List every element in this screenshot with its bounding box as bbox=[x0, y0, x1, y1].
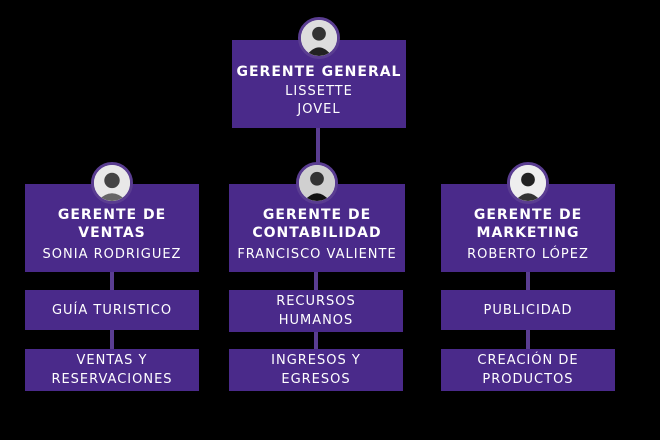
person-photo-icon bbox=[507, 162, 549, 204]
box-title-line1: GERENTE DE bbox=[473, 207, 583, 223]
box-label-line2: RESERVACIONES bbox=[51, 372, 173, 387]
box-name-line2: JOVEL bbox=[297, 102, 341, 117]
box-publicidad: PUBLICIDAD bbox=[441, 290, 615, 330]
box-recursos-humanos: RECURSOS HUMANOS bbox=[229, 290, 403, 332]
box-name: ROBERTO LÓPEZ bbox=[467, 247, 589, 262]
box-ingresos-egresos: INGRESOS Y EGRESOS bbox=[229, 349, 403, 391]
box-ventas-reservaciones: VENTAS Y RESERVACIONES bbox=[25, 349, 199, 391]
box-name-line1: LISSETTE bbox=[285, 84, 353, 99]
box-name: FRANCISCO VALIENTE bbox=[237, 247, 397, 262]
box-title: GERENTE GENERAL bbox=[236, 64, 402, 80]
box-label-line2: PRODUCTOS bbox=[482, 372, 574, 387]
box-label-line1: GUÍA TURISTICO bbox=[51, 302, 173, 318]
box-label-line1: RECURSOS bbox=[276, 294, 356, 309]
box-label-line1: PUBLICIDAD bbox=[483, 302, 573, 318]
box-title-line2: VENTAS bbox=[78, 225, 146, 241]
box-label-line2: EGRESOS bbox=[281, 372, 351, 387]
person-photo-icon bbox=[91, 162, 133, 204]
box-label-line1: VENTAS Y bbox=[76, 353, 148, 368]
box-title-line2: CONTABILIDAD bbox=[252, 225, 382, 241]
box-label-line1: INGRESOS Y bbox=[271, 353, 361, 368]
person-photo-icon bbox=[298, 17, 340, 59]
box-gerente-marketing: GERENTE DE MARKETING ROBERTO LÓPEZ bbox=[441, 184, 615, 272]
box-guia-turistico: GUÍA TURISTICO bbox=[25, 290, 199, 330]
box-title-line2: MARKETING bbox=[476, 225, 580, 241]
box-title-line1: GERENTE DE bbox=[57, 207, 167, 223]
box-title-line1: GERENTE DE bbox=[262, 207, 372, 223]
box-name: SONIA RODRIGUEZ bbox=[42, 247, 182, 262]
box-creacion-productos: CREACIÓN DE PRODUCTOS bbox=[441, 349, 615, 391]
box-label-line2: HUMANOS bbox=[278, 313, 354, 328]
connector-top-to-middle bbox=[316, 128, 320, 168]
box-label-line1: CREACIÓN DE bbox=[477, 353, 579, 368]
person-photo-icon bbox=[296, 162, 338, 204]
